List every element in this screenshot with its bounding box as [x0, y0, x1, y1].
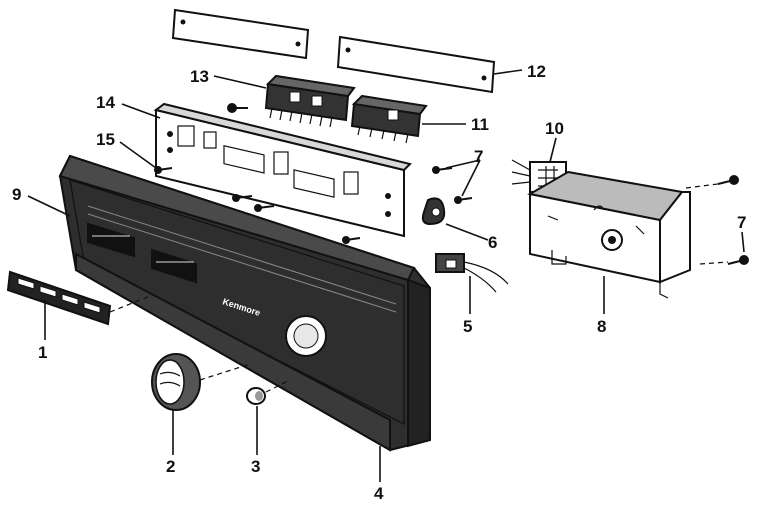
- control-panel: [58, 154, 431, 452]
- door-switch: [435, 253, 509, 293]
- callout-15: 15: [96, 130, 115, 149]
- callout-7-upper: 7: [474, 147, 483, 166]
- screw: [454, 196, 473, 204]
- wire-clamp: [421, 197, 446, 226]
- callout-10: 10: [545, 119, 564, 138]
- callout-3: 3: [251, 457, 260, 476]
- callout-12: 12: [527, 62, 546, 81]
- switch-block-left: [264, 74, 356, 128]
- screw: [342, 236, 361, 244]
- screw: [727, 255, 749, 265]
- callout-6: 6: [488, 233, 497, 252]
- screw: [254, 204, 275, 212]
- trim-plate-left: [171, 8, 310, 60]
- screw: [232, 194, 253, 202]
- leader-lines: [27, 69, 745, 482]
- callout-5: 5: [463, 317, 472, 336]
- screw: [432, 166, 453, 174]
- callout-11: 11: [471, 115, 489, 134]
- callout-2: 2: [166, 457, 175, 476]
- plug-button: [246, 387, 266, 405]
- callout-8: 8: [597, 317, 606, 336]
- assembly-guide-lines: [109, 183, 729, 393]
- callout-13: 13: [190, 67, 209, 86]
- callout-7-right: 7: [737, 213, 746, 232]
- push-button-strip: [6, 270, 112, 326]
- trim-plate-right: [336, 35, 496, 94]
- callout-14: 14: [96, 93, 115, 112]
- timer-assembly: [527, 170, 691, 299]
- callout-4: 4: [374, 484, 384, 503]
- control-knob: [151, 353, 201, 411]
- callout-9: 9: [12, 185, 21, 204]
- switch-block-right: [350, 94, 428, 144]
- callout-1: 1: [38, 343, 47, 362]
- mounting-bracket: [153, 102, 412, 238]
- screw: [227, 103, 248, 113]
- screw: [717, 175, 739, 185]
